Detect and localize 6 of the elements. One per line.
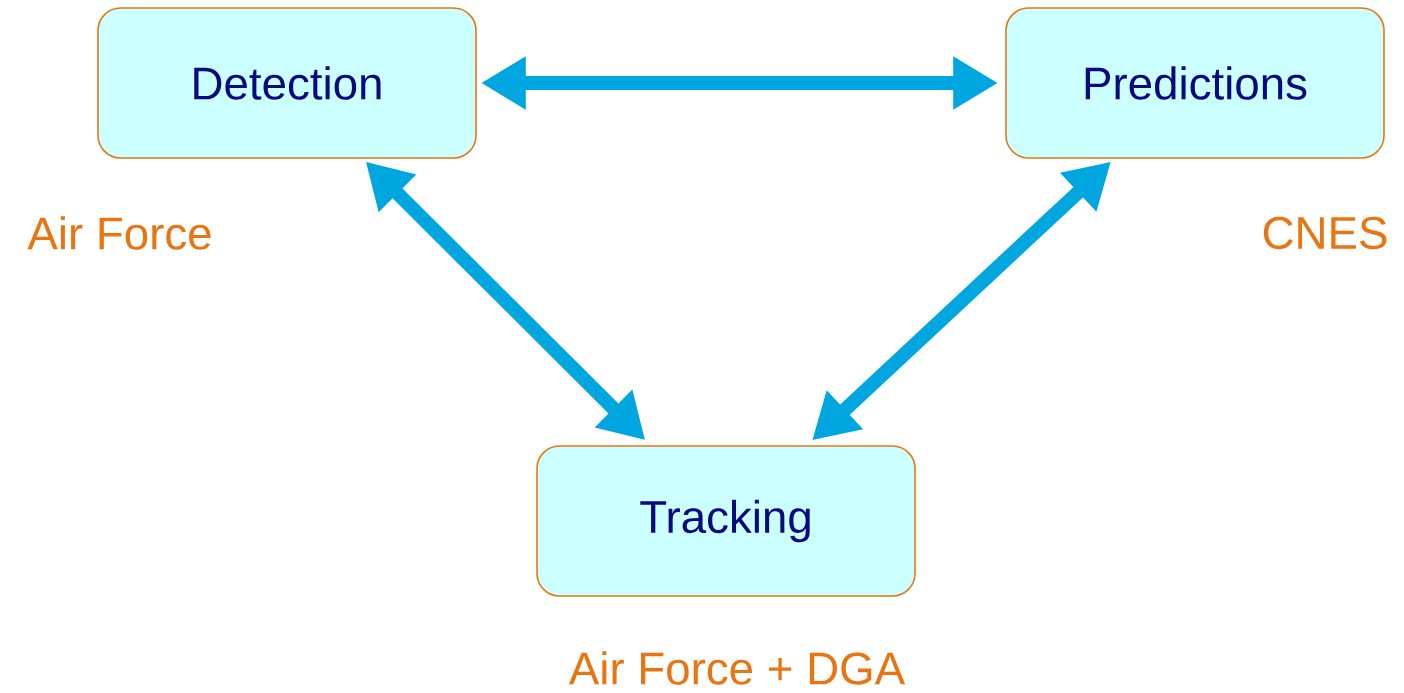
process-box: Tracking [536,445,916,597]
org-label: Air Force + DGA [568,651,906,685]
org-label: CNES [1263,216,1387,250]
process-box: Predictions [1005,7,1385,159]
org-label: Air Force [27,216,211,250]
process-box: Detection [97,7,477,159]
